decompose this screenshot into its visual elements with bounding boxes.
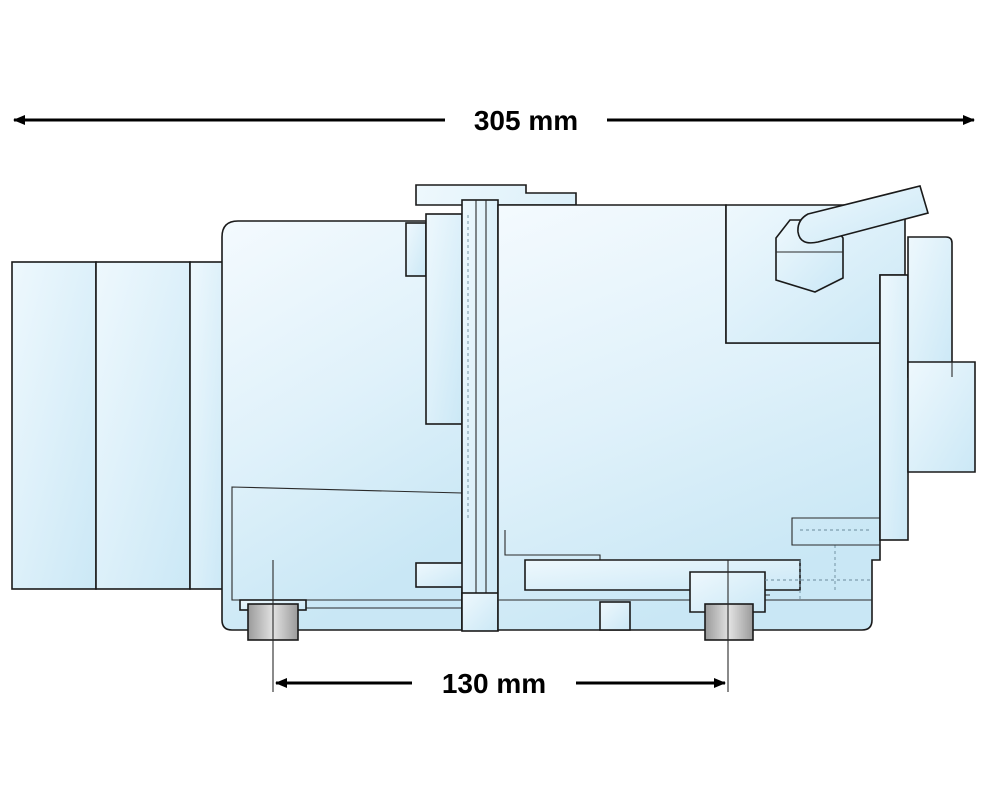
intake-duct	[11, 261, 225, 590]
right-mounting-foot	[704, 603, 754, 641]
right-housing	[497, 204, 906, 631]
foot-spacing-label: 130 mm	[442, 668, 546, 699]
right-end-cap	[879, 236, 976, 541]
foot-spacing-dimension: 130 mm	[272, 560, 729, 699]
overall-length-label: 305 mm	[474, 105, 578, 136]
overall-length-dimension: 305 mm	[13, 105, 975, 136]
left-housing	[221, 213, 465, 631]
exhaust-outlet	[775, 185, 930, 293]
central-flange	[415, 184, 577, 632]
